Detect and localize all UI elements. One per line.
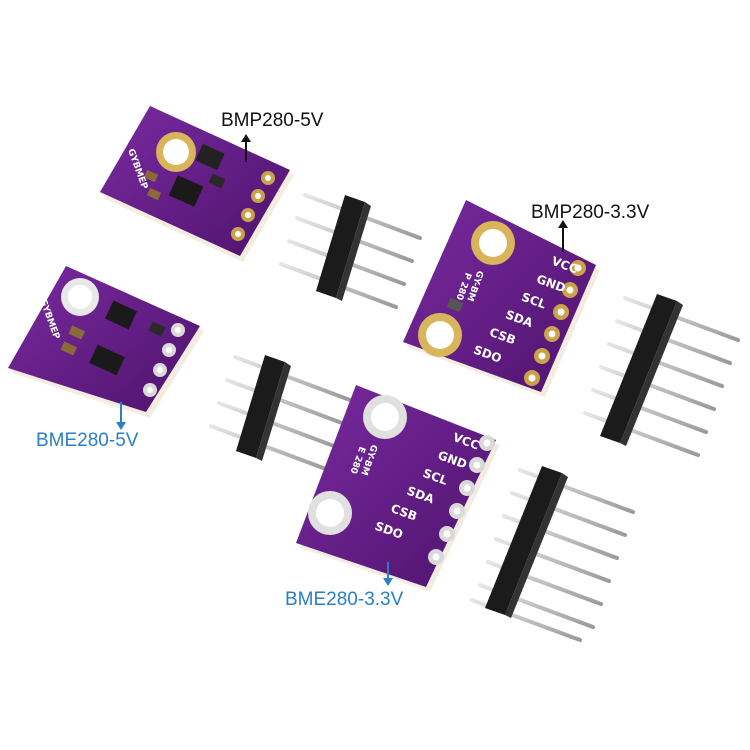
label-bmp280-3v3: BMP280-3.3V	[531, 202, 650, 223]
callout-arrow-bme280-5v	[116, 402, 126, 430]
pad-row	[143, 323, 185, 397]
pad-row	[231, 171, 275, 241]
pin-header-4pin-b	[209, 355, 352, 471]
board-bmp280-3v3: VCC GND SCL SDA CSB SDO GY-BM P 280	[403, 200, 600, 397]
board-bmp280-5v: GYBMEP	[100, 106, 294, 262]
pad-row	[428, 435, 495, 565]
pin-header-6pin-b	[470, 466, 635, 642]
board-bme280-5v: GYBMEP	[8, 266, 204, 418]
callout-arrow-bmp280-3v3	[558, 220, 568, 252]
pin-header-4pin-a	[279, 193, 422, 309]
label-bme280-3v3: BME280-3.3V	[285, 589, 404, 610]
label-bmp280-5v: BMP280-5V	[221, 110, 324, 131]
callout-arrow-bmp280-5v	[241, 134, 251, 162]
board-bme280-3v3: VCC GND SCL SDA CSB SDO GY-BM E 280	[296, 385, 500, 592]
label-bme280-5v: BME280-5V	[36, 430, 139, 451]
callout-arrow-bme280-3v3	[383, 562, 393, 586]
pad-row	[524, 260, 586, 386]
pin-header-6pin-a	[583, 294, 740, 457]
